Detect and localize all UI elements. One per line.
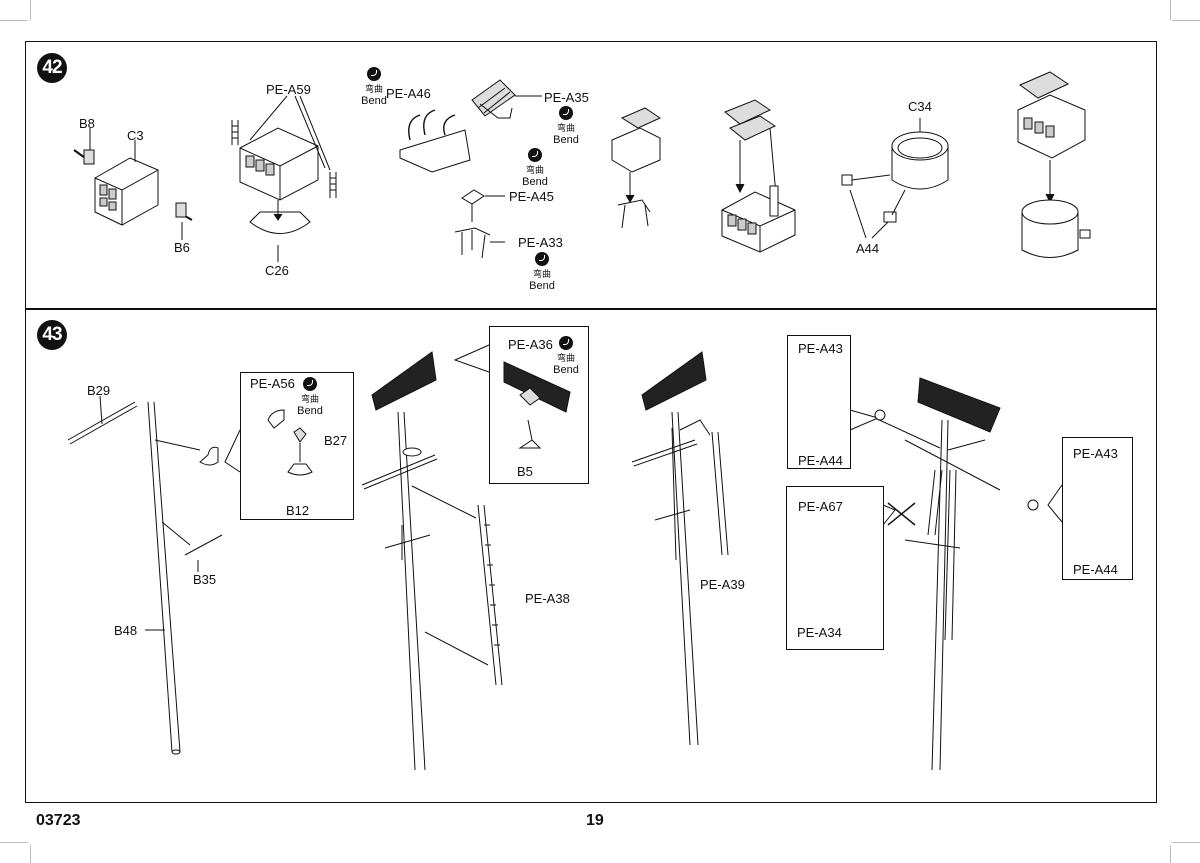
label-pe-a33: PE-A33 [518,235,563,250]
step-number-43: 43 [37,320,67,350]
callout-pe-a56 [240,372,354,520]
bend-text-cn: 弯曲 [556,123,575,133]
bend-text-cn: 弯曲 [556,353,575,363]
crop-mark [0,20,28,21]
c3-housing-drawing [73,128,193,240]
assembly-drawing-c [1017,71,1091,258]
crop-mark [30,845,31,863]
label-b27: B27 [324,433,348,448]
label-b8: B8 [79,116,95,131]
label-pe-a39: PE-A39 [700,577,745,592]
mast-4-drawing [874,377,1001,771]
label-pe-a43-top: PE-A43 [798,341,843,356]
mast-2-drawing [361,351,503,771]
label-pe-a38: PE-A38 [525,591,570,606]
label-pe-a59: PE-A59 [266,82,311,97]
bend-note: 弯曲 Bend [526,252,558,292]
label-c3: C3 [127,128,144,143]
page-number: 19 [586,812,604,829]
crop-mark [1170,845,1171,863]
label-b48: B48 [114,623,138,638]
label-b12: B12 [286,503,310,518]
bend-icon [535,252,549,266]
c34-drawing [841,118,949,239]
label-c26: C26 [265,263,289,278]
crop-mark [0,842,28,843]
bend-text-cn: 弯曲 [532,269,551,279]
label-pe-a34: PE-A34 [797,625,842,640]
label-pe-a43-right: PE-A43 [1073,446,1118,461]
bend-note: 弯曲 Bend [550,106,582,146]
bend-note: 弯曲 Bend [519,148,551,188]
bend-text-cn: 弯曲 [364,84,383,94]
callout-pe-a36 [489,326,589,484]
bend-text-en: Bend [297,405,323,417]
callout-pe-a67 [786,486,884,650]
label-pe-a44-right: PE-A44 [1073,562,1118,577]
mast-b48-drawing [67,395,223,755]
mast-3-drawing [631,351,729,746]
crop-mark [30,0,31,20]
label-a44: A44 [856,241,880,256]
crop-mark [1172,20,1200,21]
pe-parts-drawing [399,79,542,259]
crop-mark [1170,0,1171,20]
bend-text-en: Bend [553,364,579,376]
instruction-frame [25,41,1157,803]
callout-pe-a43-right [1062,437,1133,580]
label-c34: C34 [908,99,932,114]
bend-text-en: Bend [522,176,548,188]
bend-text-en: Bend [553,134,579,146]
callout-pe-a43-top [787,335,851,469]
label-pe-a36: PE-A36 [508,337,553,352]
bend-icon [303,377,317,391]
label-pe-a35: PE-A35 [544,90,589,105]
product-code: 03723 [36,812,81,829]
label-b35: B35 [193,572,217,587]
bend-icon [559,106,573,120]
step-divider [25,308,1157,310]
label-b5: B5 [517,464,533,479]
bend-icon [559,336,573,350]
bend-note: 弯曲 Bend [550,336,582,376]
bend-text-en: Bend [361,95,387,107]
bend-note: 弯曲 Bend [358,67,390,107]
label-pe-a67: PE-A67 [798,499,843,514]
label-pe-a44-top: PE-A44 [798,453,843,468]
crop-mark [1172,842,1200,843]
label-pe-a46: PE-A46 [386,86,431,101]
bend-icon [528,148,542,162]
label-pe-a56: PE-A56 [250,376,295,391]
label-b6: B6 [174,240,190,255]
step-number-42: 42 [37,53,67,83]
assembly-drawing-a [611,107,662,229]
assembly-drawing-b [721,99,796,253]
housing-pe-a59-drawing [231,95,337,262]
bend-text-en: Bend [529,280,555,292]
bend-icon [367,67,381,81]
label-pe-a45: PE-A45 [509,189,554,204]
bend-note: 弯曲 Bend [294,377,326,417]
bend-text-cn: 弯曲 [525,165,544,175]
label-b29: B29 [87,383,111,398]
bend-text-cn: 弯曲 [300,394,319,404]
